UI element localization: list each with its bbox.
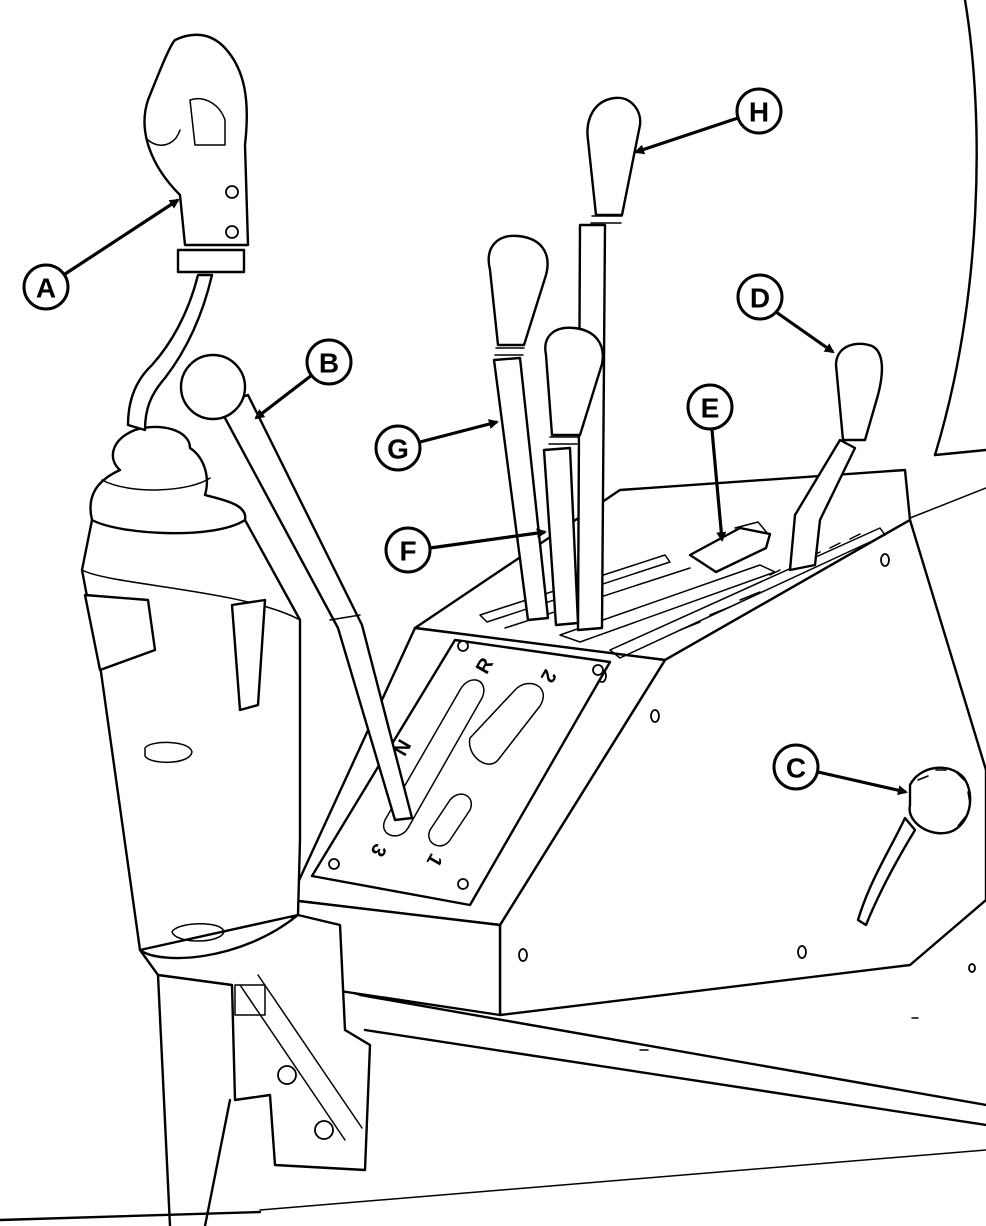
callout-b-circle (305, 338, 353, 386)
callout-f-label: F (399, 536, 416, 567)
callout-g: G (374, 419, 499, 472)
callout-e-circle (686, 383, 734, 431)
callout-g-circle (374, 424, 422, 472)
lever-g (487, 234, 550, 622)
callout-e-label: E (701, 393, 720, 424)
callout-c-label: C (786, 753, 806, 784)
lever-f (542, 326, 605, 627)
callout-b-label: B (319, 348, 339, 379)
floor-frame (0, 984, 986, 1222)
callout-d-label: D (750, 283, 770, 314)
callout-e: E (686, 383, 734, 542)
callout-b: B (254, 338, 353, 420)
callout-a-label: A (36, 273, 56, 304)
callout-g-label: G (387, 434, 409, 465)
callout-c-circle (772, 743, 820, 791)
knob-c (856, 766, 972, 927)
callout-f: F (384, 526, 547, 574)
callout-h-label: H (749, 97, 769, 128)
callout-a: A (22, 198, 180, 311)
callout-h: H (634, 87, 783, 155)
callout-c: C (772, 743, 908, 796)
callout-a-circle (22, 263, 70, 311)
column-pedestal (138, 913, 372, 1226)
shift-lever-b (179, 353, 414, 822)
callout-h-circle (735, 87, 783, 135)
lever-h (576, 96, 642, 632)
lever-e (688, 521, 772, 574)
callout-d: D (736, 273, 835, 354)
shift-gate-plate: N R 2 3 1 (310, 638, 612, 907)
callout-d-circle (736, 273, 784, 321)
callout-f-circle (384, 526, 432, 574)
cab-seat-back (904, 0, 986, 521)
lever-d (788, 342, 884, 572)
